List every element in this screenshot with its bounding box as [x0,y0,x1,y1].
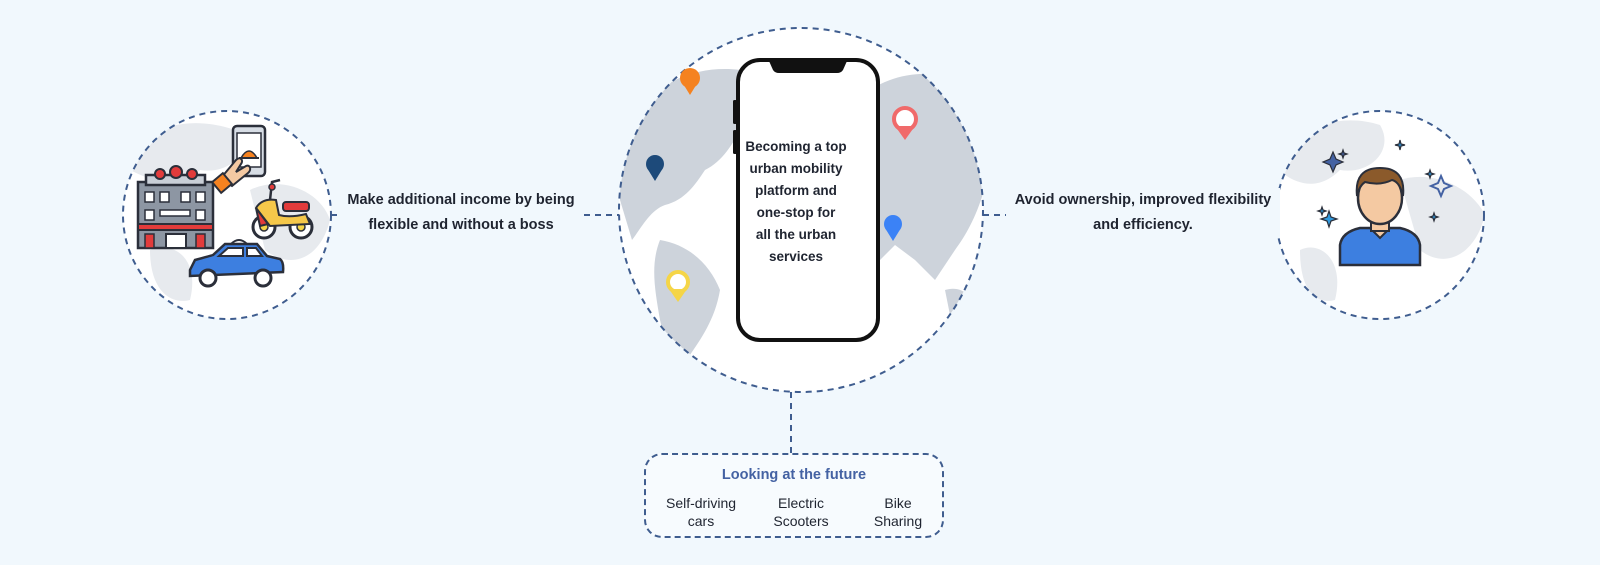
future-item-bike-sharing: Bike Sharing [858,494,938,530]
left-circle [122,110,332,320]
phone-text-line: platform and [755,183,837,198]
map-pin-icon [892,106,918,140]
map-pin-icon [646,155,664,181]
right-caption-line1: Avoid ownership, improved flexibility [1014,192,1272,208]
future-item-line2: Scooters [773,513,829,529]
left-caption-line1: Make additional income by being [347,192,575,208]
sparkle-icon [1316,139,1454,229]
future-item-line1: Self-driving [665,495,737,511]
scooter-icon [251,178,314,240]
car-icon [188,239,285,288]
center-circle [618,27,984,393]
phone-text-line: urban mobility [749,161,843,176]
map-pin-icon [666,270,690,302]
building-icon [136,165,215,250]
map-pin-icon [680,68,700,95]
smartphone-icon [733,58,880,342]
right-circle [1275,110,1485,320]
future-item-line2: Sharing [873,513,923,529]
future-item-line1: Electric [778,495,824,511]
left-caption-line2: flexible and without a boss [368,217,554,233]
right-caption-line2: and efficiency. [1093,217,1193,233]
future-item-self-driving: Self-driving cars [656,494,746,530]
phone-text-line: one-stop for [756,205,836,220]
map-pin-icon [884,215,902,241]
right-caption: Avoid ownership, improved flexibility an… [1006,188,1280,238]
phone-screen-text: Becoming a top urban mobility platform a… [744,136,848,268]
future-title: Looking at the future [721,467,867,483]
future-item-electric-scooters: Electric Scooters [756,494,846,530]
future-item-line2: cars [687,513,715,529]
person-icon [1338,166,1422,267]
phone-text-line: all the urban [755,227,837,242]
future-item-line1: Bike [884,495,912,511]
future-box: Looking at the future Self-driving cars … [644,453,944,538]
phone-text-line: Becoming a top [745,139,847,154]
phone-tap-icon [210,124,267,195]
phone-text-line: services [768,249,824,264]
left-caption: Make additional income by being flexible… [338,188,584,238]
